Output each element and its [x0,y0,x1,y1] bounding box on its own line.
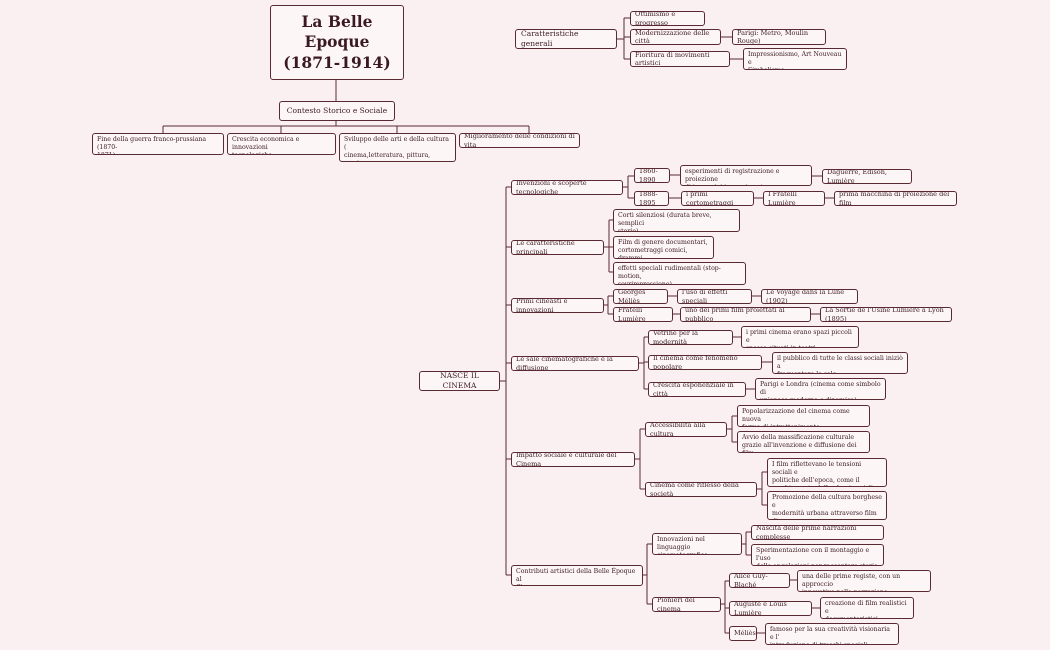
accessibilita-node[interactable]: Accessibilità alla cultura [645,422,727,437]
creativita-visionaria-node[interactable]: famoso per la sua creatività visionaria … [765,623,899,645]
montaggio-node[interactable]: Sperimentazione con il montaggio e l'uso… [751,544,884,566]
primi-cineasti-node[interactable]: Primi cineasti e innovazioni [511,298,604,313]
esperimenti-node[interactable]: esperimenti di registrazione e proiezion… [680,165,812,186]
fratelli-lumiere-inv-node[interactable]: I Fratelli Lumière [763,191,825,206]
film-di-genere-node[interactable]: Film di genere documentari, cortometragg… [613,236,714,259]
alice-guy-node[interactable]: Alice Guy-Blaché [729,573,790,588]
nasce-il-cinema-node[interactable]: NASCE IL CINEMA [419,371,500,391]
invenzioni-node[interactable]: Invenzioni e scoperte tecnologiche [511,180,623,195]
sortie-usine-node[interactable]: La Sortie de l'Usine Lumière à Lyon (189… [820,307,952,322]
massificazione-node[interactable]: Avvio della massificazione culturale gra… [737,431,870,453]
pionieri-node[interactable]: Pionieri del cinema [652,597,721,612]
impressionismo-node[interactable]: Impressionismo, Art Nouveau e Simbolismo [743,48,847,70]
fratelli-lumiere-node[interactable]: Fratelli Lumière [613,307,673,322]
narrazioni-complesse-node[interactable]: Nascita delle prime narrazioni complesse [751,525,884,540]
date-1888-node[interactable]: 1888-1895 [634,191,669,206]
impatto-sociale-node[interactable]: Impatto sociale e culturale del Cinema [511,452,635,467]
film-realistici-node[interactable]: creazione di film realistici e documenta… [820,597,914,619]
primi-cortometraggi-node[interactable]: i primi cortometraggi [681,191,754,206]
fioritura-node[interactable]: Fioritura di movimenti artistici [630,51,730,67]
cultura-borghese-node[interactable]: Promozione della cultura borghese e mode… [767,491,887,520]
contesto-storico-node[interactable]: Contesto Storico e Sociale [279,101,395,121]
contributi-artistici-node[interactable]: Contributi artistici della Belle Époque … [511,565,643,586]
corti-silenziosi-node[interactable]: Corti silenziosi (durata breve, semplici… [613,209,740,232]
parigi-metro-node[interactable]: Parigi: Metro, Moulin Rouge) [732,29,826,45]
effetti-speciali-node[interactable]: effetti speciali rudimentali (stop-motio… [613,262,746,285]
auguste-louis-node[interactable]: Auguste e Louis Lumière [729,601,812,616]
map-title[interactable]: La Belle Epoque (1871-1914) [270,5,404,80]
georges-melies-node[interactable]: Georges Méliès [613,289,668,304]
parigi-londra-node[interactable]: Parigi e Londra (cinema come simbolo di … [755,378,886,400]
fenomeno-popolare-node[interactable]: Il cinema come fenomeno popolare [648,355,762,370]
modernizzazione-node[interactable]: Modernizzazione delle città [630,29,721,45]
pubblico-classi-node[interactable]: il pubblico di tutte le classi sociali i… [772,352,908,374]
caratteristiche-principali-node[interactable]: Le caratteristiche principali [511,240,604,255]
crescita-esponenziale-node[interactable]: Crescita esponenziale in città [648,382,746,397]
date-1860-node[interactable]: 1860-1890 [634,168,670,183]
sale-cinematografiche-node[interactable]: Le sale cinematografiche e la diffusione [511,356,639,371]
prime-registe-node[interactable]: una delle prime registe, con un approcci… [797,570,931,592]
voyage-lune-node[interactable]: Le Voyage dans la Lune (1902) [761,289,858,304]
primi-film-proiettati-node[interactable]: uno dei primi film proiettati al pubblic… [680,307,811,322]
miglioramento-node[interactable]: Miglioramento delle condizioni di vita [459,133,580,148]
daguerre-node[interactable]: Daguerre, Edison, Lumière [822,169,912,184]
primi-cinema-node[interactable]: i primi cinema erano spazi piccoli e spe… [741,326,859,348]
crescita-economica-node[interactable]: Crescita economica e innovazioni tecnolo… [227,133,336,155]
riflesso-societa-node[interactable]: Cinema come riflesso della società [645,482,757,497]
melies-pioniere-node[interactable]: Méliès [729,626,757,641]
uso-effetti-node[interactable]: l'uso di effetti speciali [677,289,752,304]
linguaggio-node[interactable]: Innovazioni nel linguaggio cinematografi… [652,533,742,555]
caratteristiche-generali-node[interactable]: Caratteristiche generali [515,29,617,49]
sviluppo-arti-node[interactable]: Sviluppo delle arti e della cultura ( ci… [339,133,456,162]
macchina-proiezione-node[interactable]: prima macchina di proiezione del film [834,191,957,206]
tensioni-sociali-node[interactable]: I film riflettevano le tensioni sociali … [767,458,887,487]
vetrine-node[interactable]: Vetrine per la modernità [648,330,733,345]
ottimismo-node[interactable]: Ottimismo e progresso [630,11,705,26]
fine-guerra-node[interactable]: Fine della guerra franco-prussiana (1870… [92,133,224,155]
popolarizzazione-node[interactable]: Popolarizzazione del cinema come nuova f… [737,405,870,427]
